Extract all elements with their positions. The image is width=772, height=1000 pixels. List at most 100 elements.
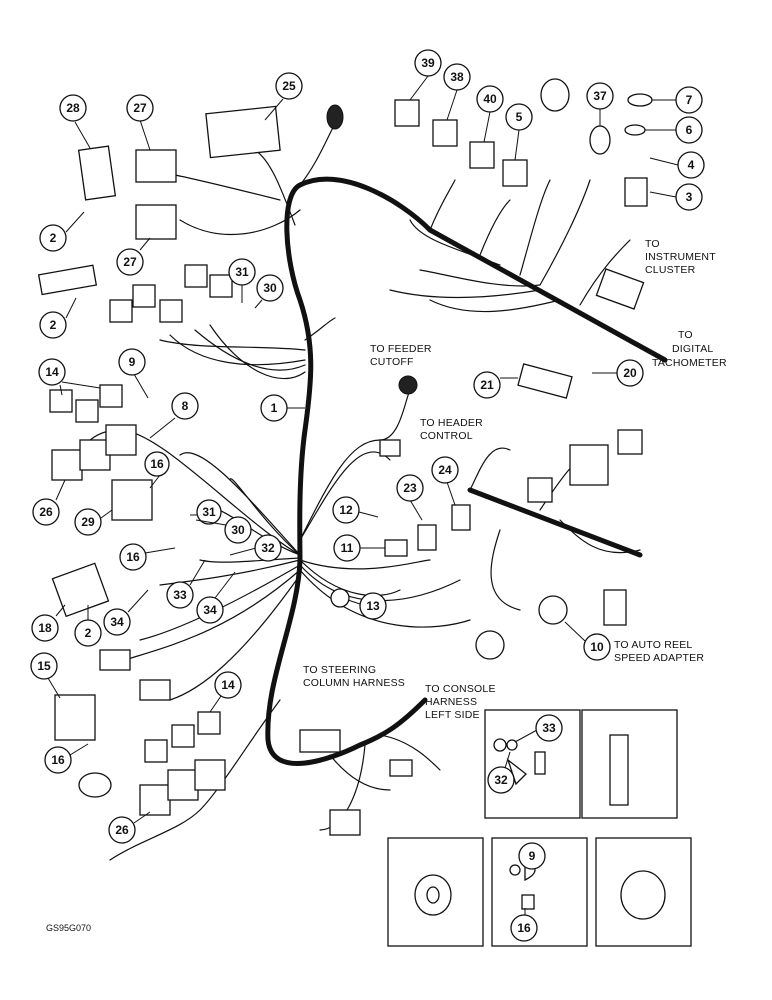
callout-bubble: 16 [44, 743, 89, 774]
callout-bubble: 38 [443, 63, 471, 121]
callout-bubble: 26 [108, 811, 151, 844]
svg-text:HARNESS: HARNESS [425, 696, 477, 708]
callout-bubble: 11 [333, 534, 385, 562]
callout-bubble: 2 [74, 605, 102, 647]
callout-bubble: 29 [74, 508, 113, 536]
svg-text:TO: TO [678, 329, 693, 341]
svg-text:31: 31 [202, 505, 216, 519]
svg-text:15: 15 [37, 659, 51, 673]
svg-text:LEFT SIDE: LEFT SIDE [425, 709, 480, 721]
callout-bubble: 15 [30, 652, 61, 699]
callout-bubble: 3 [649, 183, 703, 211]
svg-text:10: 10 [590, 640, 604, 654]
svg-text:1: 1 [271, 401, 278, 415]
callout-bubble: 31 [228, 258, 256, 303]
svg-text:6: 6 [686, 123, 693, 137]
label-auto-reel: TO AUTO REEL SPEED ADAPTER [614, 639, 704, 664]
callout-bubble: 18 [31, 604, 66, 642]
svg-text:16: 16 [517, 921, 531, 935]
svg-text:16: 16 [150, 457, 164, 471]
callout-bubble: 40 [476, 85, 504, 143]
svg-text:CLUSTER: CLUSTER [645, 264, 696, 276]
callouts: 28 27 25 39 38 40 5 37 7 6 4 3 2 27 2 31… [30, 49, 705, 942]
callout-bubble: 16 [144, 451, 170, 489]
svg-text:2: 2 [50, 231, 57, 245]
callout-bubble: 2 [39, 211, 85, 252]
reference-labels: TO INSTRUMENT CLUSTER TO DIGITAL TACHOME… [303, 238, 727, 721]
label-steering-column: TO STEERING COLUMN HARNESS [303, 664, 405, 689]
callout-bubble: 30 [254, 274, 284, 309]
main-harness [69, 114, 668, 861]
svg-text:28: 28 [66, 101, 80, 115]
svg-text:37: 37 [593, 89, 607, 103]
callout-bubble: 23 [396, 474, 424, 521]
callout-bubble: 4 [649, 151, 705, 179]
callout-bubble: 25 [264, 72, 303, 121]
callout-bubble: 33 [514, 714, 563, 743]
svg-text:4: 4 [688, 158, 695, 172]
svg-text:30: 30 [263, 281, 277, 295]
svg-text:23: 23 [403, 481, 417, 495]
svg-text:TO: TO [645, 238, 660, 250]
callout-bubble: 8 [149, 392, 199, 439]
svg-text:INSTRUMENT: INSTRUMENT [645, 251, 716, 263]
label-header-control: TO HEADER CONTROL [420, 417, 483, 442]
callout-bubble: 33 [166, 559, 206, 609]
svg-text:33: 33 [173, 588, 187, 602]
callout-bubble: 12 [332, 496, 379, 524]
callout-bubble: 16 [119, 543, 176, 571]
svg-text:9: 9 [129, 355, 136, 369]
svg-text:11: 11 [341, 541, 354, 555]
callout-bubble: 34 [196, 571, 236, 624]
callout-bubble: 39 [409, 49, 442, 101]
callout-bubble: 5 [505, 103, 533, 161]
svg-text:CUTOFF: CUTOFF [370, 356, 414, 368]
svg-text:20: 20 [623, 366, 637, 380]
svg-text:21: 21 [480, 378, 494, 392]
svg-text:TO CONSOLE: TO CONSOLE [425, 683, 496, 695]
callout-bubble: 28 [59, 94, 91, 149]
svg-text:33: 33 [542, 721, 556, 735]
svg-text:2: 2 [50, 318, 57, 332]
svg-text:7: 7 [686, 93, 693, 107]
svg-text:2: 2 [85, 626, 92, 640]
svg-text:TACHOMETER: TACHOMETER [652, 357, 727, 369]
svg-text:3: 3 [686, 190, 693, 204]
detail-box-1 [484, 709, 581, 819]
svg-text:18: 18 [38, 621, 52, 635]
callout-bubble: 34 [103, 589, 149, 636]
svg-text:32: 32 [261, 541, 275, 555]
callout-bubble: 14 [38, 358, 101, 396]
svg-text:25: 25 [282, 79, 296, 93]
svg-text:COLUMN HARNESS: COLUMN HARNESS [303, 677, 405, 689]
svg-text:14: 14 [221, 678, 235, 692]
callout-bubble: 31 [190, 499, 222, 525]
label-feeder-cutoff: TO FEEDER CUTOFF [370, 343, 432, 368]
callout-bubble: 10 [564, 621, 611, 661]
callout-bubble: 7 [652, 86, 703, 114]
callout-bubble: 20 [592, 359, 644, 387]
svg-text:38: 38 [450, 70, 464, 84]
callout-bubble: 13 [347, 592, 387, 620]
svg-text:SPEED ADAPTER: SPEED ADAPTER [614, 652, 704, 664]
callout-bubble: 32 [487, 751, 515, 794]
svg-text:31: 31 [235, 265, 249, 279]
svg-text:TO FEEDER: TO FEEDER [370, 343, 432, 355]
detail-box-2 [581, 709, 678, 819]
svg-text:24: 24 [438, 463, 452, 477]
svg-text:32: 32 [494, 773, 508, 787]
svg-text:16: 16 [126, 550, 140, 564]
callout-bubble: 27 [126, 94, 154, 151]
svg-text:34: 34 [110, 615, 124, 629]
label-console-harness: TO CONSOLE HARNESS LEFT SIDE [425, 683, 496, 721]
svg-text:29: 29 [81, 515, 95, 529]
svg-text:CONTROL: CONTROL [420, 430, 473, 442]
callout-bubble: 6 [645, 116, 703, 144]
callout-bubble: 27 [116, 237, 151, 276]
svg-text:14: 14 [45, 365, 59, 379]
svg-text:DIGITAL: DIGITAL [672, 343, 713, 355]
svg-text:12: 12 [339, 503, 353, 517]
callout-bubble: 26 [32, 479, 66, 526]
svg-text:5: 5 [516, 110, 523, 124]
callout-bubble: 14 [209, 671, 242, 713]
